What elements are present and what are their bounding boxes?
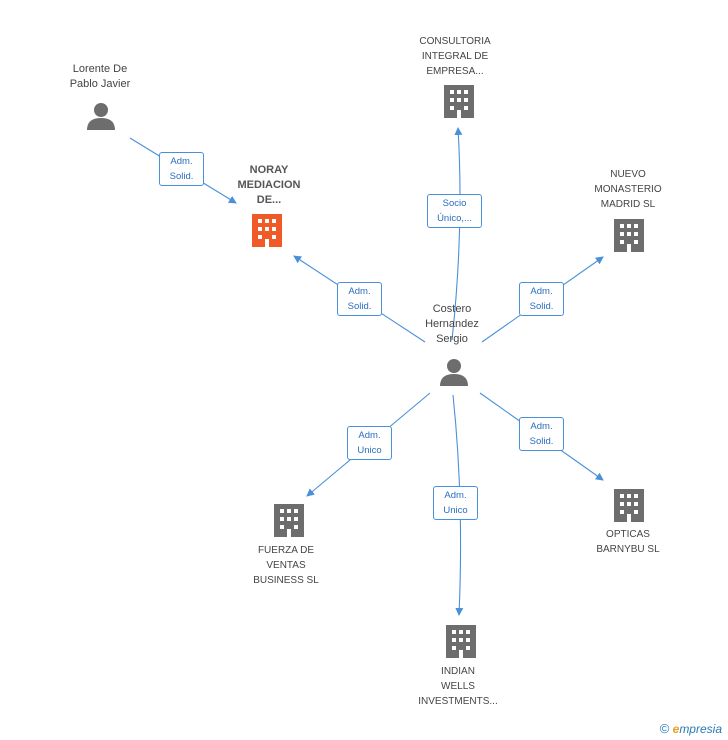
edge-costero-consultoria <box>451 127 463 341</box>
edge-badge-costero-noray[interactable]: Adm. Solid. <box>337 282 382 316</box>
node-label-fuerza[interactable]: FUERZA DE VENTAS BUSINESS SL <box>253 545 319 586</box>
edge-badge-costero-fuerza[interactable]: Adm. Unico <box>347 426 392 460</box>
edge-badge-costero-nuevo[interactable]: Adm. Solid. <box>519 282 564 316</box>
edge-badge-lorente-noray[interactable]: Adm. Solid. <box>159 152 204 186</box>
building-icon <box>274 504 304 537</box>
node-label-noray[interactable]: NORAY MEDIACION DE... <box>237 164 301 206</box>
edge-badge-costero-consultoria[interactable]: Socio Único,... <box>427 194 482 228</box>
brand-footer[interactable]: © empresia <box>660 721 722 736</box>
copyright-icon: © <box>659 721 670 736</box>
node-label-nuevo[interactable]: NUEVO MONASTERIO MADRID SL <box>594 169 662 210</box>
building-icon <box>614 219 644 252</box>
building-icon <box>614 489 644 522</box>
building-icon-focus <box>252 214 282 247</box>
building-icon <box>446 625 476 658</box>
edge-badge-costero-opticas[interactable]: Adm. Solid. <box>519 417 564 451</box>
node-label-lorente[interactable]: Lorente De Pablo Javier <box>69 63 131 90</box>
building-icon <box>444 85 474 118</box>
brand-logo: empresia <box>672 722 722 736</box>
node-label-opticas[interactable]: OPTICAS BARNYBU SL <box>596 529 660 555</box>
person-icon <box>440 359 468 386</box>
edge-badge-costero-indian[interactable]: Adm. Unico <box>433 486 478 520</box>
person-icon <box>87 103 115 130</box>
node-label-indian[interactable]: INDIAN WELLS INVESTMENTS... <box>418 666 498 707</box>
node-label-costero[interactable]: Costero Hernandez Sergio <box>425 303 479 345</box>
node-label-consultoria[interactable]: CONSULTORIA INTEGRAL DE EMPRESA... <box>419 36 491 77</box>
